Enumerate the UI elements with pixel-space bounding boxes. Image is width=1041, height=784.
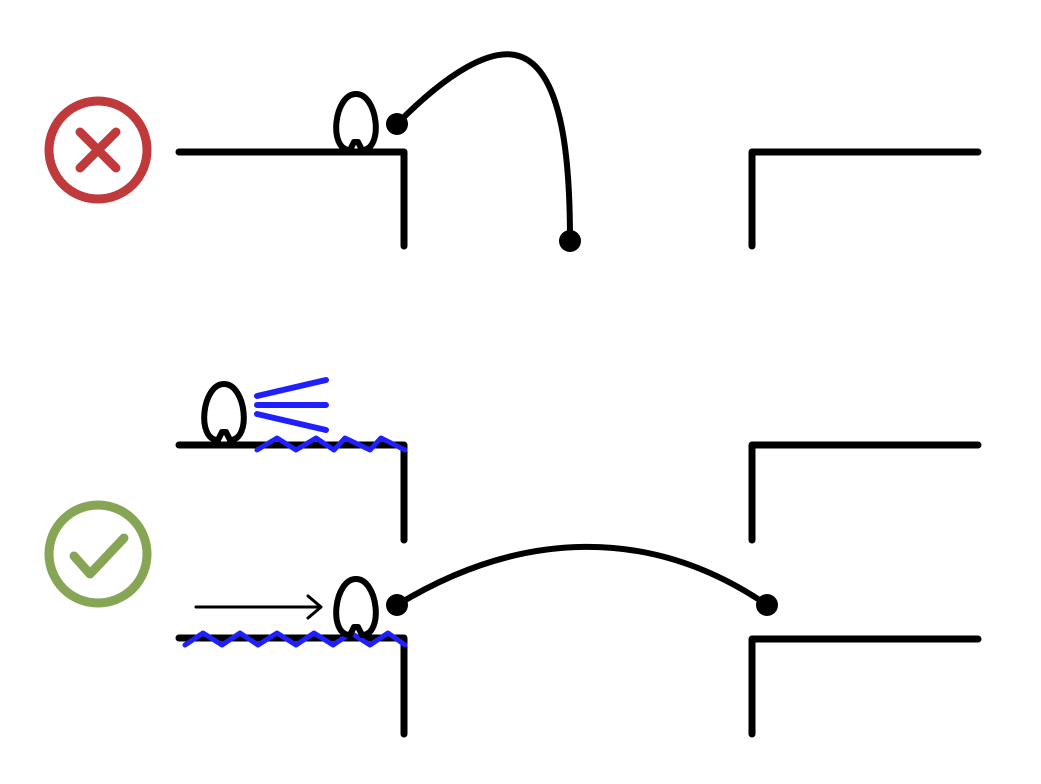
top-left-ledge xyxy=(175,441,408,544)
speed-lines xyxy=(254,377,329,433)
jump-end-dot xyxy=(756,594,778,616)
jump-start-dot xyxy=(386,113,408,135)
right-ledge xyxy=(748,148,982,250)
running-character xyxy=(204,384,244,440)
jump-start-dot xyxy=(386,594,408,616)
left-ledge xyxy=(175,148,408,250)
short-jump-arc xyxy=(394,51,573,241)
x-circle-icon xyxy=(44,96,152,204)
character xyxy=(336,579,376,635)
character xyxy=(336,94,376,150)
jump-end-dot xyxy=(559,230,581,252)
bottom-right-ledge xyxy=(748,635,982,738)
bottom-left-ledge xyxy=(175,634,408,738)
check-circle-icon xyxy=(44,500,152,608)
right-scenario xyxy=(44,377,982,738)
top-right-ledge xyxy=(748,441,982,544)
wrong-scenario xyxy=(44,51,982,252)
friction-zigzag xyxy=(254,435,408,453)
run-arrow-icon xyxy=(194,594,323,620)
long-jump-arc xyxy=(395,543,769,608)
friction-zigzag-long xyxy=(182,630,408,648)
